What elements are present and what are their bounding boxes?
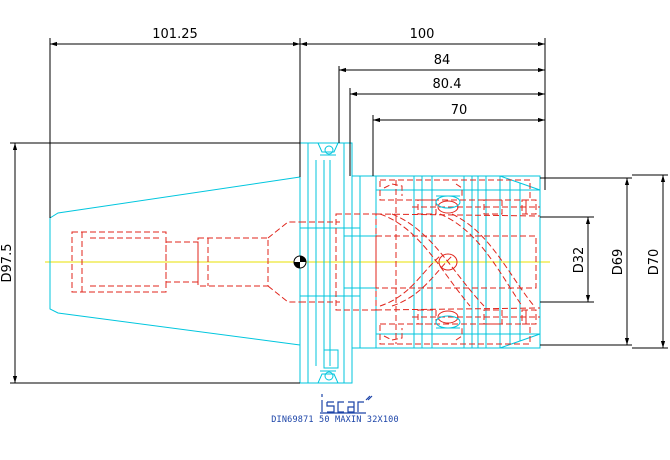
dim-101-25-label: 101.25 [152, 27, 198, 42]
iscar-logo [320, 394, 373, 414]
dim-d70-label: D70 [647, 249, 662, 276]
dim-84-label: 84 [434, 53, 451, 68]
holder-body-outline [49, 142, 541, 384]
collet-details [437, 200, 527, 324]
nose-cap-details [435, 195, 461, 329]
drawing-caption: DIN69871 50 MAXIN 32X100 [271, 415, 399, 425]
dim-80-4-label: 80.4 [433, 77, 462, 92]
dim-100-label: 100 [410, 27, 435, 42]
dim-70-label: 70 [451, 103, 468, 118]
dim-d97-5-label: D97.5 [0, 244, 15, 283]
dim-d69-label: D69 [611, 249, 626, 276]
dimension-lines [10, 38, 668, 384]
dim-d32-label: D32 [572, 247, 587, 274]
hidden-internal-lines [71, 179, 541, 345]
